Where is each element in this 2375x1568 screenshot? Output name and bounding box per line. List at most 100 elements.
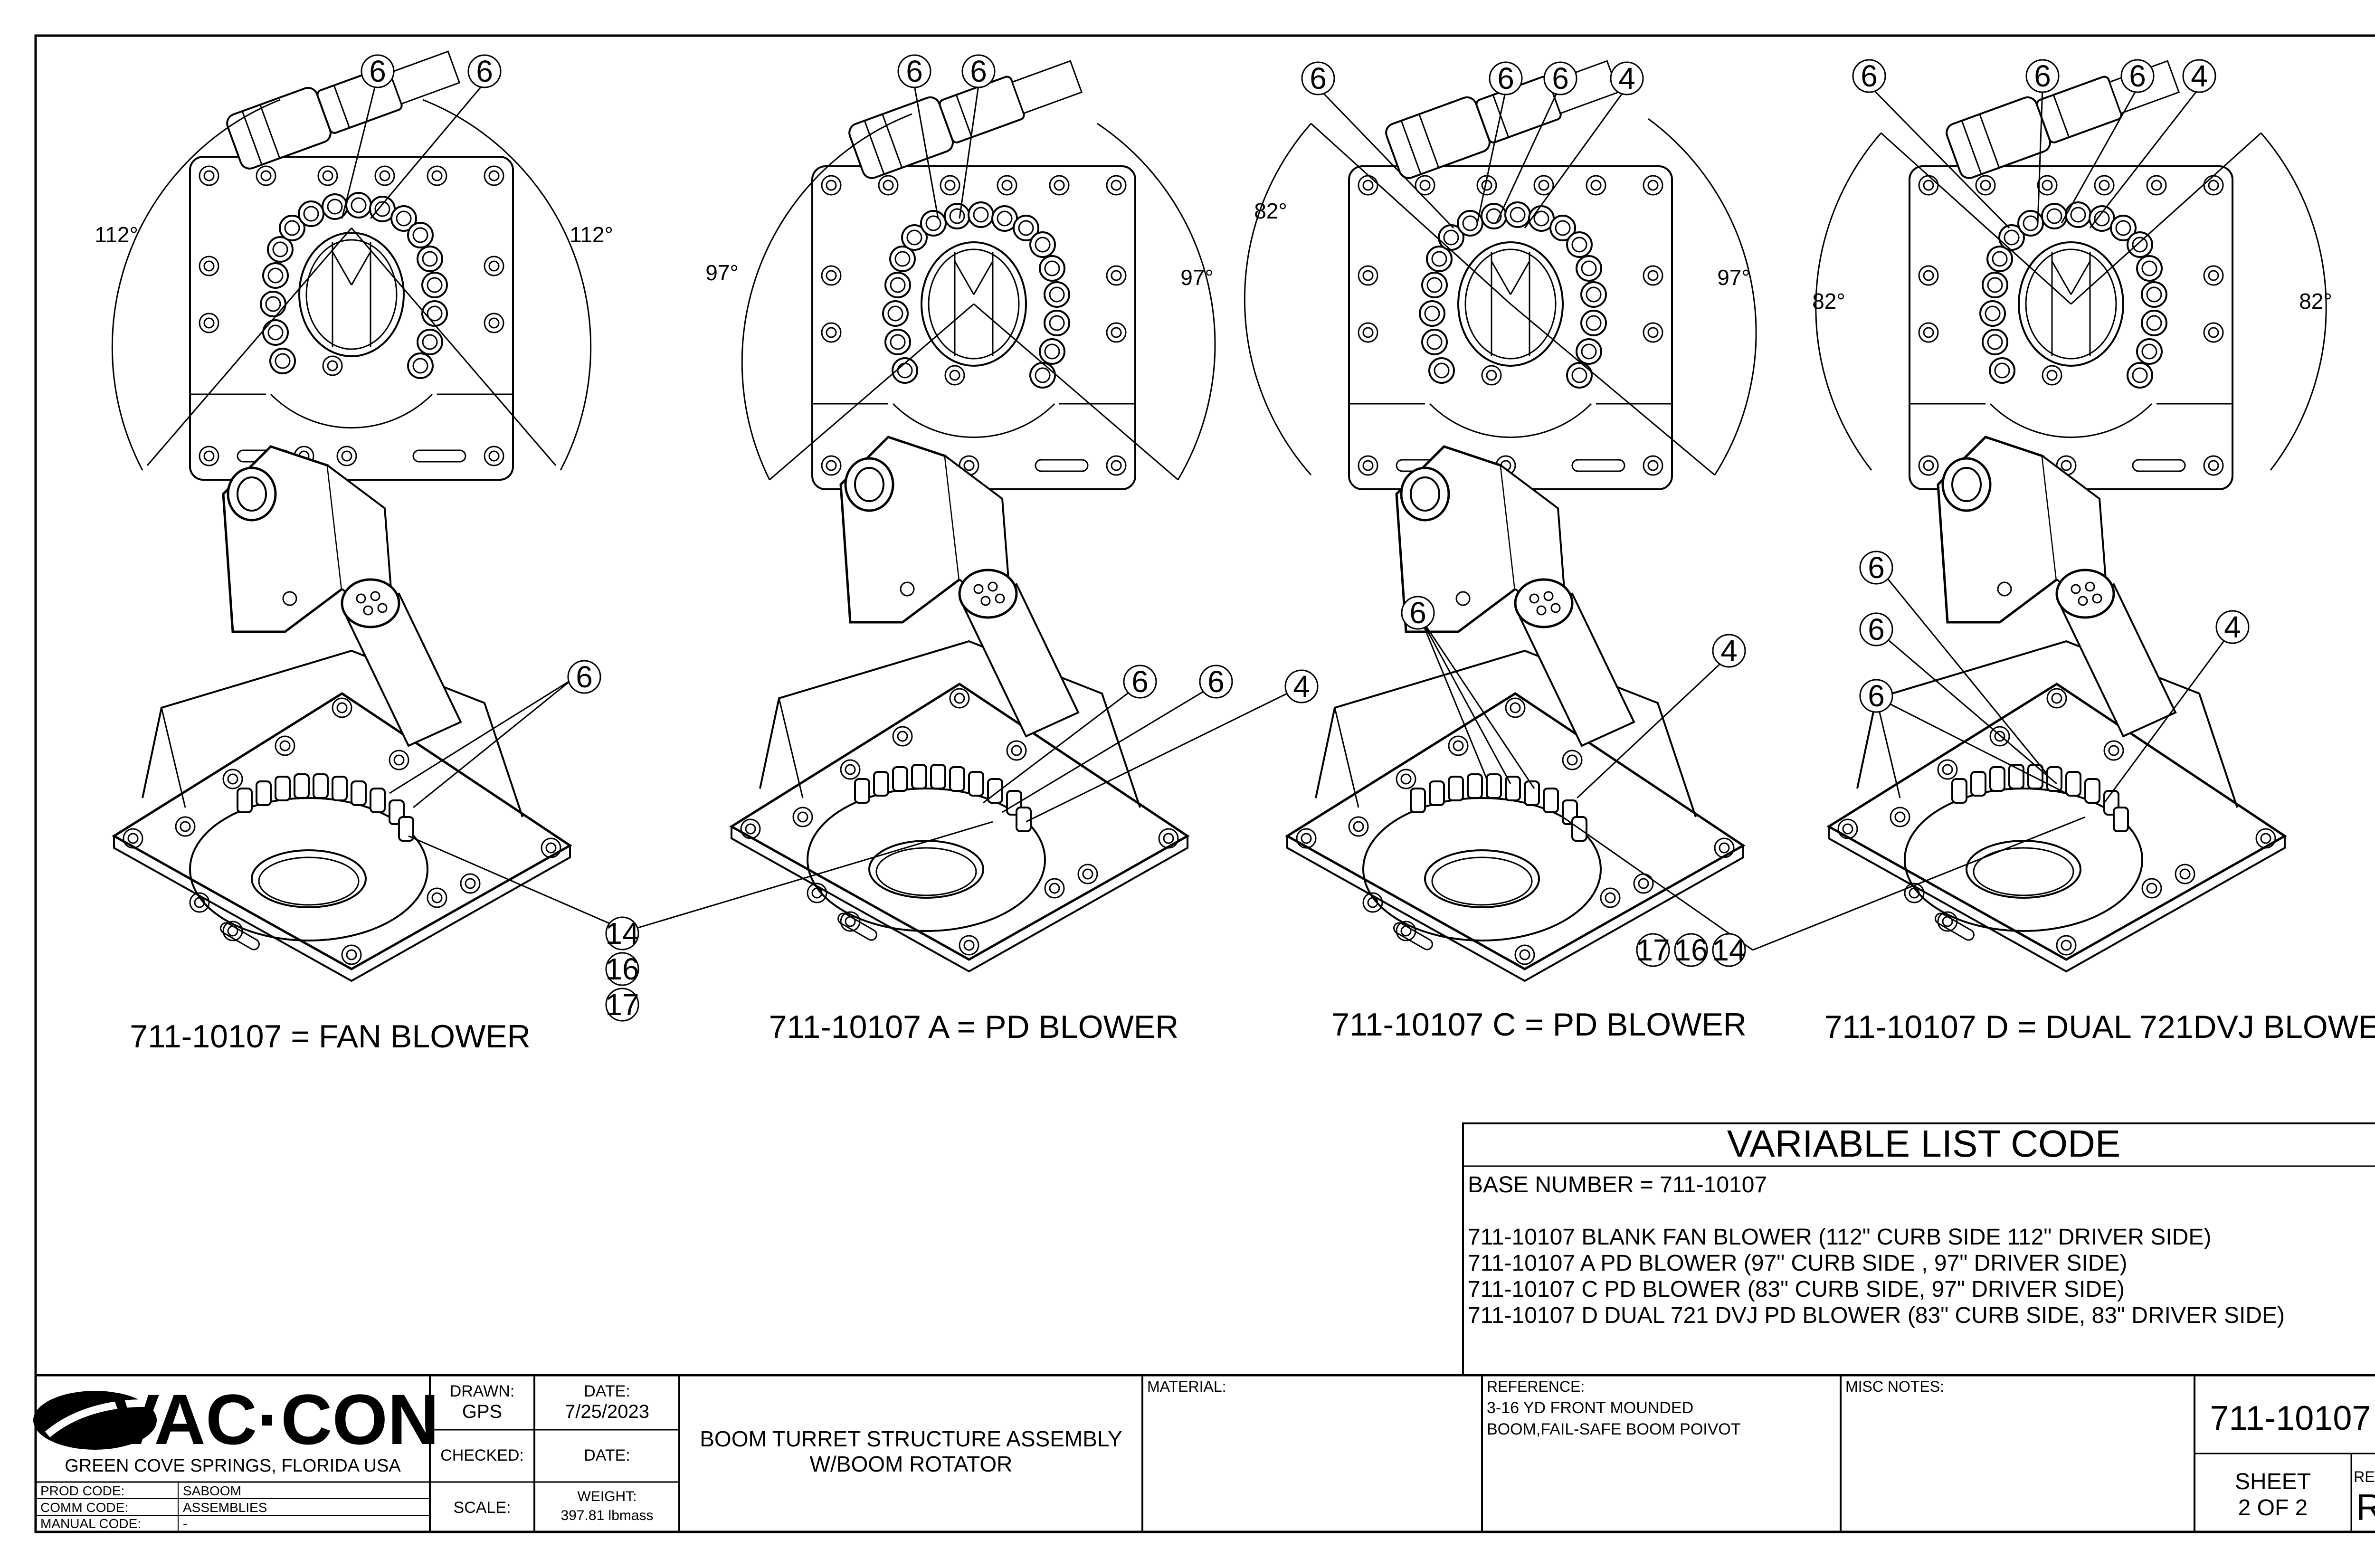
- prod-code-value: SABOOM: [183, 1483, 241, 1498]
- variable-list-code: VARIABLE LIST CODE BASE NUMBER = 711-101…: [1462, 1122, 2375, 1376]
- svg-text:16: 16: [1674, 933, 1708, 967]
- iso-view-d: [1829, 437, 2285, 971]
- balloon-group-bottom: 14 16 17 17 16 14: [605, 916, 1746, 1022]
- logo-wordmark: VAC·CON: [112, 1379, 439, 1459]
- balloon: 14: [605, 916, 639, 950]
- balloon: 4: [2182, 59, 2216, 93]
- balloon: 6: [467, 54, 502, 88]
- top-view-c: [1244, 48, 1757, 489]
- svg-text:6: 6: [1131, 665, 1149, 699]
- material-label: MATERIAL:: [1147, 1378, 1226, 1395]
- balloon-group-iso: 6 6 6 4 6 4 6 6 6 4: [567, 551, 2250, 713]
- balloon: 6: [1301, 61, 1335, 95]
- weight-value: 397.81 lbmass: [560, 1508, 653, 1523]
- angle-label: 97°: [1717, 265, 1750, 290]
- variable-list-title: VARIABLE LIST CODE: [1727, 1122, 2120, 1165]
- svg-text:16: 16: [605, 952, 639, 986]
- vac-con-logo: VAC·CON: [33, 1379, 439, 1459]
- comm-code-label: COMM CODE:: [40, 1500, 128, 1515]
- balloon: 17: [605, 988, 639, 1022]
- iso-view-a: [732, 437, 1188, 971]
- svg-text:6: 6: [2129, 59, 2146, 93]
- angle-label: 112°: [570, 222, 613, 247]
- svg-text:6: 6: [1868, 679, 1885, 713]
- balloon: 6: [1852, 59, 1886, 93]
- svg-text:14: 14: [1712, 933, 1746, 967]
- view-caption: 711-10107 A = PD BLOWER: [769, 1009, 1178, 1045]
- svg-text:6: 6: [476, 54, 493, 88]
- balloon: 6: [1489, 61, 1523, 95]
- balloon: 6: [897, 54, 931, 88]
- sheet-label: SHEET: [2235, 1469, 2311, 1494]
- top-view-a: [741, 48, 1216, 489]
- reference-line1: 3-16 YD FRONT MOUNDED: [1487, 1399, 1693, 1417]
- svg-text:4: 4: [1293, 669, 1310, 703]
- balloon: 6: [961, 54, 996, 88]
- svg-text:4: 4: [1720, 634, 1738, 668]
- svg-text:4: 4: [1618, 61, 1635, 95]
- balloon: 6: [1543, 61, 1577, 95]
- variable-line: 711-10107 BLANK FAN BLOWER (112" CURB SI…: [1468, 1225, 2211, 1250]
- rev-label: REV: [2354, 1468, 2375, 1485]
- svg-text:6: 6: [906, 54, 923, 88]
- balloon: 6: [1859, 551, 1893, 585]
- sheet-value: 2 OF 2: [2238, 1495, 2308, 1520]
- part-number: 711-10107: [2210, 1399, 2371, 1437]
- base-number: BASE NUMBER = 711-10107: [1468, 1172, 1767, 1197]
- balloon: 17: [1636, 933, 1670, 967]
- balloon: 4: [1284, 669, 1319, 703]
- angle-label: 82°: [1254, 199, 1287, 223]
- angle-labels: 112° 112° 97° 97° 82° 97° 82° 82°: [95, 199, 2332, 314]
- drawn-value: GPS: [462, 1401, 502, 1422]
- balloon: 4: [2215, 610, 2250, 644]
- manual-code-value: -: [183, 1516, 187, 1531]
- comm-code-value: ASSEMBLIES: [183, 1500, 267, 1515]
- balloon: 6: [2025, 59, 2060, 93]
- svg-text:6: 6: [1861, 59, 1878, 93]
- iso-view-c: [1287, 447, 1743, 981]
- checked-label: CHECKED:: [440, 1446, 524, 1464]
- top-view-d: [1815, 48, 2327, 489]
- title-block-text: GREEN COVE SPRINGS, FLORIDA USA PROD COD…: [40, 1378, 2375, 1531]
- svg-text:6: 6: [576, 660, 593, 694]
- rev-value: R: [2356, 1486, 2375, 1528]
- view-caption: 711-10107 C = PD BLOWER: [1331, 1007, 1747, 1043]
- balloon: 6: [1199, 665, 1233, 699]
- svg-text:6: 6: [2034, 59, 2051, 93]
- misc-notes-label: MISC NOTES:: [1845, 1378, 1944, 1395]
- company-location: GREEN COVE SPRINGS, FLORIDA USA: [65, 1456, 401, 1476]
- balloon: 4: [1610, 61, 1644, 95]
- balloon: 16: [1674, 933, 1708, 967]
- scale-label: SCALE:: [454, 1499, 511, 1517]
- date-value: 7/25/2023: [565, 1401, 649, 1422]
- angle-label: 82°: [2299, 289, 2332, 314]
- view-caption: 711-10107 = FAN BLOWER: [130, 1018, 531, 1055]
- balloon: 6: [2120, 59, 2155, 93]
- variable-line: 711-10107 C PD BLOWER (83" CURB SIDE, 97…: [1468, 1277, 2125, 1302]
- view-caption: 711-10107 D = DUAL 721DVJ BLOWER: [1824, 1009, 2375, 1045]
- variable-line: 711-10107 A PD BLOWER (97" CURB SIDE , 9…: [1468, 1251, 2127, 1276]
- svg-text:6: 6: [1310, 61, 1327, 95]
- balloon: 6: [567, 660, 601, 694]
- svg-text:6: 6: [369, 54, 386, 88]
- balloon: 6: [1859, 679, 1893, 713]
- drawing-title-line2: W/BOOM ROTATOR: [810, 1452, 1013, 1476]
- variable-line: 711-10107 D DUAL 721 DVJ PD BLOWER (83" …: [1468, 1303, 2285, 1328]
- svg-text:17: 17: [1636, 933, 1670, 967]
- angle-label: 97°: [1180, 265, 1214, 290]
- balloon: 6: [1859, 612, 1893, 646]
- title-block: [34, 1374, 2375, 1533]
- iso-view-fan: [114, 447, 570, 981]
- balloon: 6: [1123, 665, 1157, 699]
- svg-text:6: 6: [1868, 551, 1885, 585]
- svg-text:4: 4: [2191, 59, 2208, 93]
- angle-label: 97°: [705, 260, 739, 285]
- balloon-group-top: 6 6 6 6 6 6 6 4 6 6 6 4: [361, 54, 2216, 95]
- svg-text:6: 6: [1497, 61, 1514, 95]
- svg-text:14: 14: [605, 916, 639, 950]
- svg-text:6: 6: [1552, 61, 1569, 95]
- svg-text:6: 6: [970, 54, 987, 88]
- date-label: DATE:: [584, 1382, 630, 1400]
- svg-text:6: 6: [1868, 612, 1885, 646]
